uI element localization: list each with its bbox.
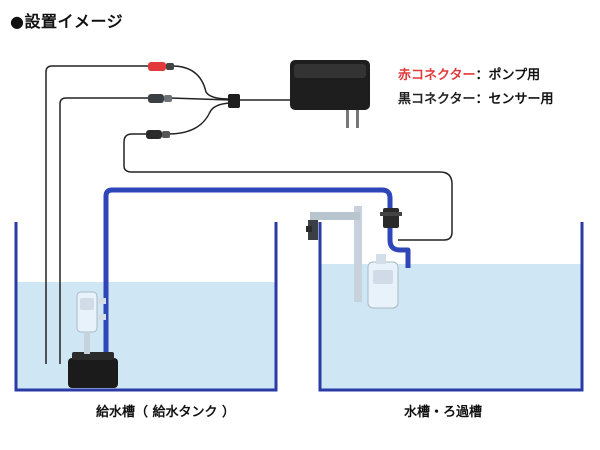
legend-red-desc: ：ポンプ用 — [475, 68, 541, 83]
cable-junction — [228, 94, 240, 108]
main-tank-outline — [318, 222, 584, 392]
sensor-holder — [306, 206, 362, 302]
black-connector-sensor — [146, 130, 170, 139]
black-connector-cable — [169, 97, 231, 101]
supply-float-switch — [76, 291, 106, 354]
legend-red-name: 赤コネクター — [398, 68, 476, 83]
legend-black-desc: ：センサー用 — [475, 92, 554, 107]
red-connector — [148, 62, 174, 71]
caption-main-tank: 水槽・ろ過槽 — [404, 405, 483, 420]
black-connector-pump — [148, 94, 172, 103]
supply-pipe — [103, 187, 411, 362]
supply-tank-water — [16, 282, 276, 390]
main-float-switch — [367, 254, 399, 309]
page-title: ●設置イメージ — [10, 12, 124, 31]
legend-red-connector: 赤コネクター：ポンプ用 — [398, 64, 540, 83]
legend-black-connector: 黒コネクター：センサー用 — [398, 88, 554, 107]
pump-cable-outer — [45, 65, 150, 364]
main-tank-water — [320, 264, 582, 390]
sensor-cable-loop — [123, 133, 453, 241]
ac-adapter — [290, 60, 370, 128]
red-connector-cable — [171, 65, 231, 100]
sensor-connector-cable — [167, 102, 231, 135]
pump-cable-inner — [59, 97, 150, 364]
legend-black-name: 黒コネクター — [398, 92, 476, 107]
pump — [68, 352, 118, 388]
supply-tank-outline — [14, 222, 278, 392]
caption-supply-tank: 給水槽（ 給水タンク ） — [96, 405, 236, 420]
pipe-outlet-clamp — [380, 208, 402, 228]
